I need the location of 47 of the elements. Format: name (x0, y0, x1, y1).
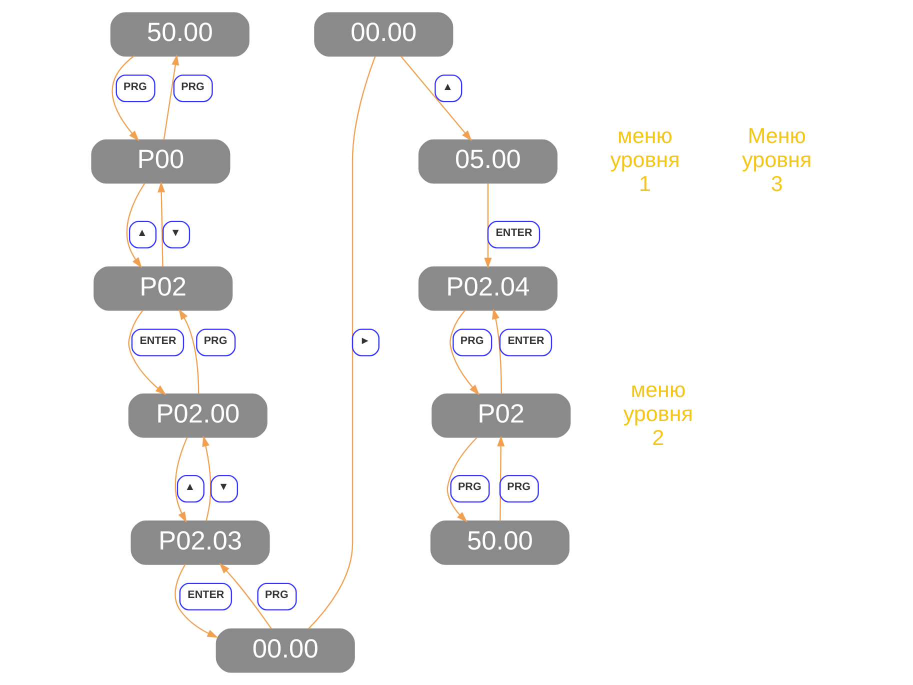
edge-label: ENTER (508, 334, 544, 347)
label: меню уровня 1 (610, 122, 680, 196)
arrow (128, 310, 166, 396)
node-box: P02.00 (128, 393, 268, 438)
edge-label: ▲ (442, 80, 454, 93)
edge-label: PRG (265, 589, 288, 602)
edge-label: PRG (460, 334, 484, 347)
edge-label: PRG (204, 334, 228, 347)
arrow (450, 310, 480, 396)
arrow (126, 183, 146, 268)
node-box: P02.03 (130, 520, 270, 565)
edge-label: ENTER (140, 334, 176, 347)
label: Меню уровня 3 (742, 122, 812, 196)
edge-label: PRG (458, 481, 482, 494)
edge-label: ▼ (218, 481, 229, 494)
arrow (492, 308, 502, 394)
label: меню уровня 2 (623, 376, 693, 450)
edge-label: ► (360, 334, 370, 347)
node-box: P02.04 (418, 266, 558, 311)
node-box: 00.00 (314, 12, 454, 57)
edge-label: ENTER (496, 227, 532, 240)
arrow (219, 563, 272, 630)
arrow (446, 437, 478, 522)
node-box: P02 (94, 266, 233, 311)
arrow (400, 56, 472, 142)
arrow (174, 437, 188, 523)
node-box: 50.00 (110, 12, 250, 57)
edge-label: PRG (124, 80, 147, 93)
arrow (178, 308, 200, 394)
edge-label: ▲ (184, 481, 196, 494)
arrow (202, 436, 212, 521)
edge-label: ▲ (136, 227, 148, 240)
arrow (112, 56, 140, 142)
edge-label: ▼ (170, 227, 181, 240)
arrow (174, 564, 218, 638)
edge-label: ENTER (188, 589, 224, 602)
arrow (497, 436, 505, 521)
arrow (163, 54, 180, 140)
node-box: 05.00 (418, 139, 558, 184)
arrow (158, 182, 166, 267)
edge-label: PRG (507, 481, 530, 494)
node-box: P02 (432, 393, 571, 438)
node-box: P00 (91, 139, 230, 184)
edge-label: PRG (181, 80, 204, 93)
node-box: 00.00 (216, 628, 355, 673)
node-box: 50.00 (430, 520, 570, 565)
connector (308, 56, 376, 630)
